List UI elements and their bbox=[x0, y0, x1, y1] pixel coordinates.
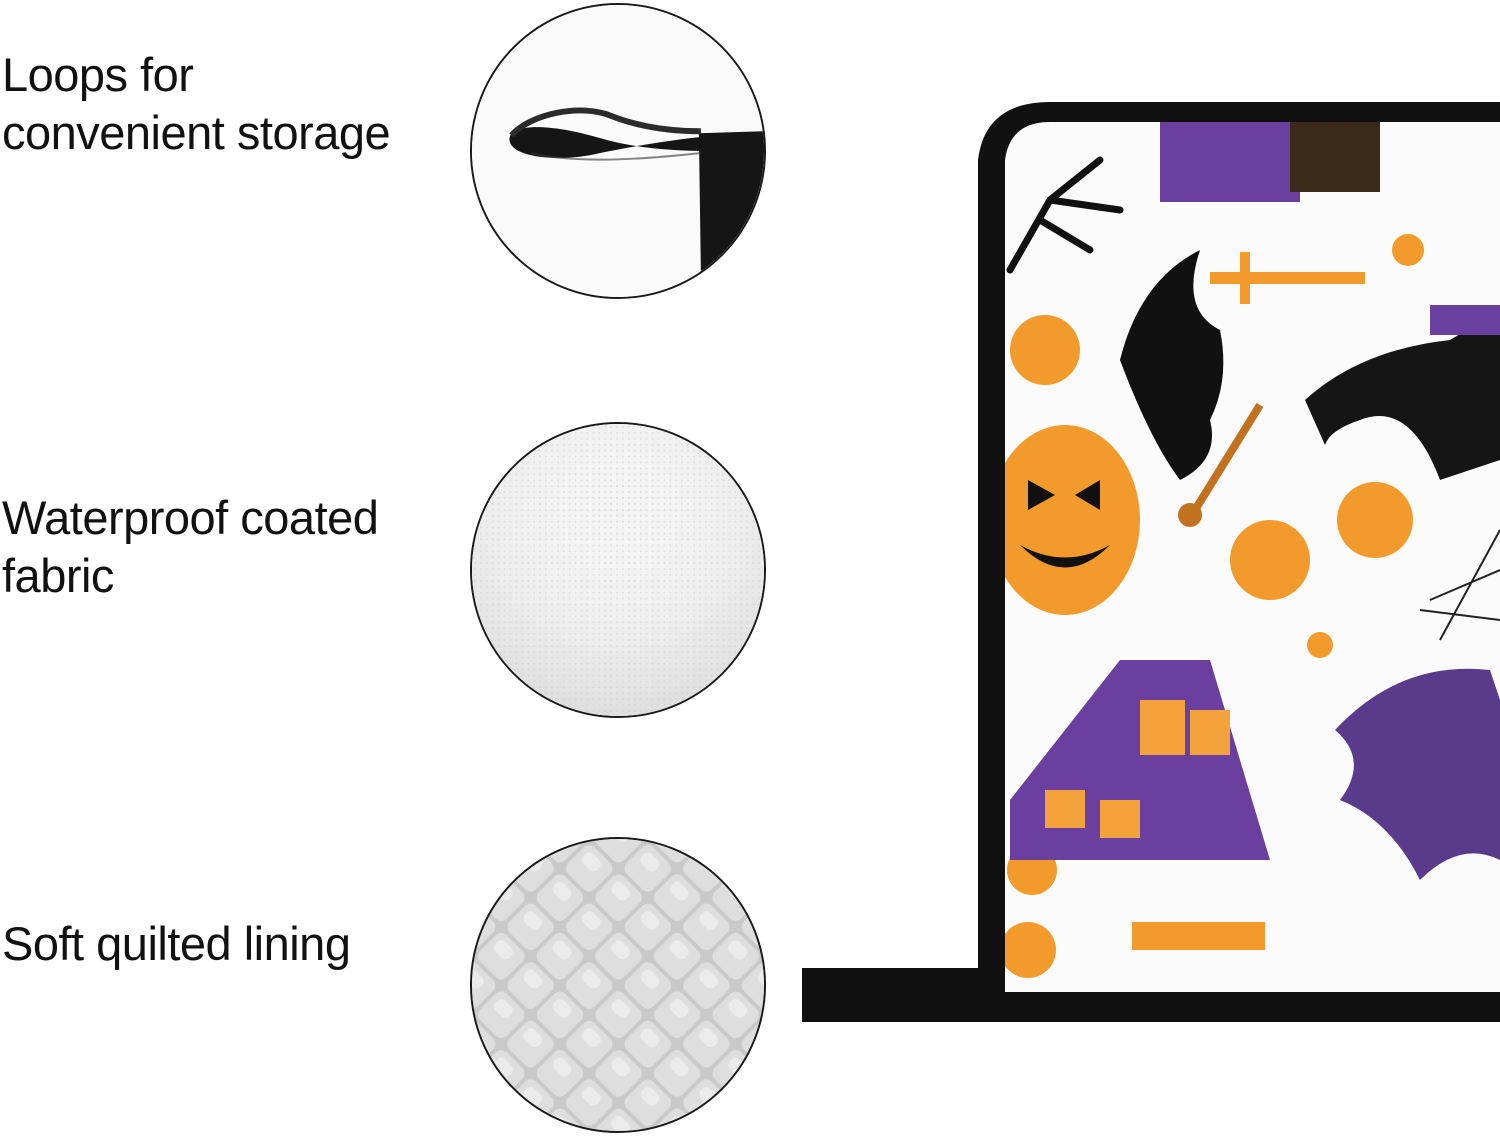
hanging-loop-icon bbox=[470, 3, 766, 299]
coated-fabric-icon bbox=[470, 422, 766, 718]
feature-label-lining: Soft quilted lining bbox=[2, 915, 351, 973]
quilted-lining-icon bbox=[470, 837, 766, 1133]
feature-label-line: Loops for bbox=[2, 48, 194, 101]
feature-label-line: fabric bbox=[2, 549, 114, 602]
feature-label-waterproof: Waterproof coated fabric bbox=[2, 489, 379, 605]
feature-label-line: Waterproof coated bbox=[2, 491, 379, 544]
feature-label-line: convenient storage bbox=[2, 106, 391, 159]
pot-holder-product bbox=[800, 100, 1500, 1030]
feature-label-loops: Loops for convenient storage bbox=[2, 46, 391, 162]
feature-label-line: Soft quilted lining bbox=[2, 917, 351, 970]
